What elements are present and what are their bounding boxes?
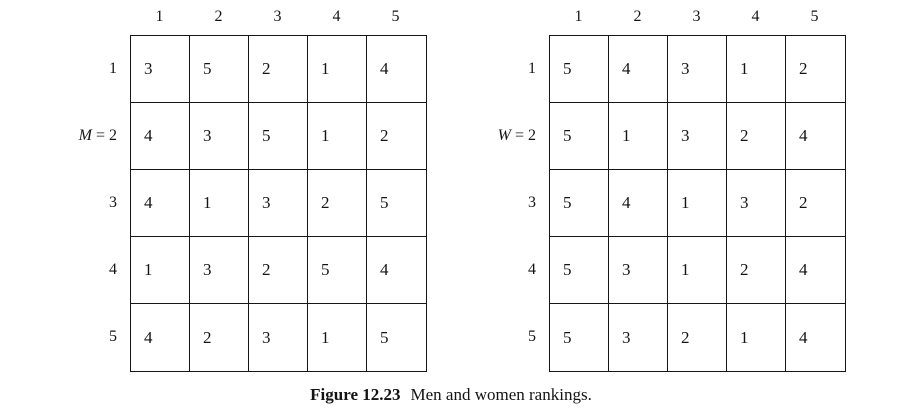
matrix-cell: 5 (367, 170, 426, 237)
matrix-cell: 2 (190, 304, 249, 371)
matrix-cell: 3 (190, 237, 249, 304)
matrix-cell: 1 (308, 36, 367, 103)
row-label: 4 (528, 260, 536, 278)
row-label: M = 2 (78, 126, 117, 144)
matrix-cell: 2 (668, 304, 727, 371)
row-label: 3 (109, 193, 117, 211)
matrix-cell: 3 (131, 36, 190, 103)
matrix-cell: 3 (249, 170, 308, 237)
col-header: 4 (332, 8, 341, 25)
row-label: 5 (109, 327, 117, 345)
matrix-cell: 1 (668, 237, 727, 304)
matrix-cell: 4 (786, 103, 845, 170)
matrix-cell: 2 (367, 103, 426, 170)
row-label: 1 (109, 59, 117, 77)
figure-caption-text: Men and women rankings. (410, 385, 592, 404)
matrix-cell: 3 (609, 304, 668, 371)
matrix-cell: 5 (550, 304, 609, 371)
figure-caption: Figure 12.23 Men and women rankings. (0, 385, 902, 405)
matrix-cell: 4 (609, 36, 668, 103)
matrix-cell: 4 (131, 304, 190, 371)
matrix-cell: 5 (550, 103, 609, 170)
col-header: 2 (214, 8, 223, 25)
col-header: 1 (155, 8, 164, 25)
matrix-cell: 1 (609, 103, 668, 170)
matrix-cell: 5 (550, 170, 609, 237)
matrix-cell: 5 (380, 327, 389, 347)
matrix-cell: 1 (727, 36, 786, 103)
matrix-cell: 3 (609, 237, 668, 304)
row-label: W = 2 (497, 126, 536, 144)
col-header: 5 (391, 8, 400, 25)
matrix-cell: 4 (609, 170, 668, 237)
matrix-cell: 1 (131, 237, 190, 304)
col-header: 1 (574, 8, 583, 25)
matrix-cell: 2 (727, 103, 786, 170)
matrix-variable: W (497, 126, 511, 144)
matrix-cell: 3 (727, 170, 786, 237)
matrix-cell: 1 (190, 170, 249, 237)
matrix-row-labels: 1 M = 2 3 4 5 (58, 35, 130, 372)
col-header: 3 (273, 8, 282, 25)
col-header: 2 (633, 8, 642, 25)
matrix-cell: 4 (786, 237, 845, 304)
matrix-col-headers: 1 2 3 4 5 (549, 6, 846, 35)
row-label: 5 (528, 327, 536, 345)
matrix-cell: 3 (668, 103, 727, 170)
row-label: 3 (528, 193, 536, 211)
matrix-cell: 4 (131, 170, 190, 237)
matrix-cell: 2 (308, 170, 367, 237)
matrix-col-headers: 1 2 3 4 5 (130, 6, 427, 35)
matrix-cell: 4 (367, 36, 426, 103)
col-header: 4 (751, 8, 760, 25)
matrix-cell: 1 (308, 304, 367, 371)
matrix-cell: 2 (249, 36, 308, 103)
matrix-cell: 5 (249, 103, 308, 170)
matrix-cell: 3 (249, 304, 308, 371)
matrix-cell: 3 (668, 36, 727, 103)
matrix-cell: 4 (131, 103, 190, 170)
col-header: 3 (692, 8, 701, 25)
matrix-cell: 5 (190, 36, 249, 103)
figure-caption-label: Figure 12.23 (310, 385, 401, 404)
matrix-cell: 1 (308, 103, 367, 170)
matrix-cell: 1 (668, 170, 727, 237)
matrix-cell: 5 (550, 237, 609, 304)
matrix-cell: 3 (190, 103, 249, 170)
matrix-variable: M (78, 126, 92, 144)
matrix-row-labels: 1 W = 2 3 4 5 (477, 35, 549, 372)
matrix-cell: 4 (367, 237, 426, 304)
matrix-cell: 1 (727, 304, 786, 371)
matrix-cell: 5 (308, 237, 367, 304)
matrix-cell: 2 (786, 36, 845, 103)
matrix-cell: 4 (799, 327, 808, 347)
matrix-cell: 5 (550, 36, 609, 103)
matrix-cell: 2 (727, 237, 786, 304)
matrix-cell: 2 (249, 237, 308, 304)
col-header: 5 (810, 8, 819, 25)
row-label: 4 (109, 260, 117, 278)
row-label: 1 (528, 59, 536, 77)
matrix-cell: 2 (786, 170, 845, 237)
